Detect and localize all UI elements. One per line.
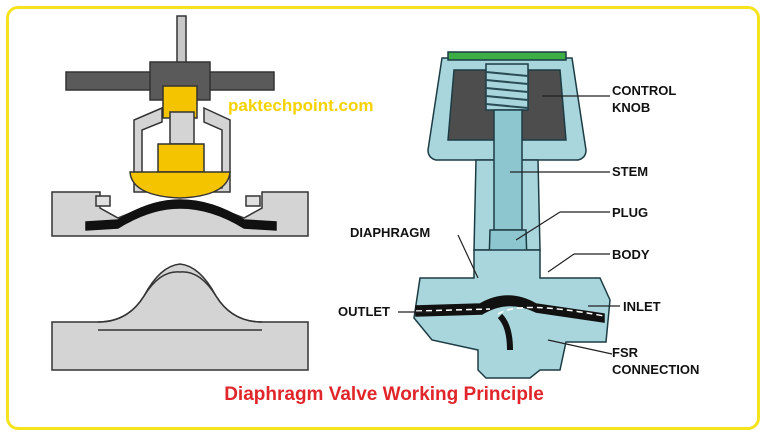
left-stem-guide bbox=[169, 111, 195, 145]
label-control-knob: CONTROL KNOB bbox=[612, 83, 677, 115]
label-body: BODY bbox=[612, 247, 650, 262]
left-body-bottom bbox=[51, 263, 309, 371]
leader-plug bbox=[515, 211, 561, 241]
leader-diaphragm bbox=[457, 234, 479, 279]
right-inlet-tube bbox=[497, 306, 605, 317]
left-diaphragm bbox=[85, 199, 277, 231]
left-bonnet bbox=[133, 106, 231, 193]
left-bolt-2 bbox=[245, 195, 261, 207]
right-spring bbox=[485, 71, 529, 109]
right-stem bbox=[493, 109, 523, 231]
leader-fsr bbox=[547, 339, 613, 355]
right-down-tube bbox=[497, 313, 513, 351]
right-knob-cap bbox=[447, 51, 567, 61]
right-body bbox=[413, 249, 611, 379]
left-compressor bbox=[129, 171, 231, 199]
watermark-text: paktechpoint.com bbox=[228, 96, 374, 115]
right-valve-cutaway bbox=[413, 51, 611, 379]
diagram-caption: Diaphragm Valve Working Principle bbox=[224, 384, 544, 405]
left-compressor-block bbox=[157, 143, 205, 173]
right-outlet-tube bbox=[415, 308, 491, 312]
left-body-weir bbox=[97, 271, 263, 323]
label-plug: PLUG bbox=[612, 205, 649, 220]
right-threads bbox=[485, 63, 529, 111]
label-inlet: INLET bbox=[623, 299, 661, 314]
leader-body bbox=[547, 253, 575, 273]
label-fsr-connection: FSR CONNECTION bbox=[612, 345, 700, 377]
right-diaphragm bbox=[415, 295, 605, 323]
label-diaphragm: DIAPHRAGM bbox=[350, 225, 431, 240]
left-valve-open bbox=[51, 15, 309, 371]
left-bolt-1 bbox=[95, 195, 111, 207]
label-outlet: OUTLET bbox=[338, 304, 390, 319]
leader-lines bbox=[398, 95, 620, 355]
label-stem: STEM bbox=[612, 164, 649, 179]
